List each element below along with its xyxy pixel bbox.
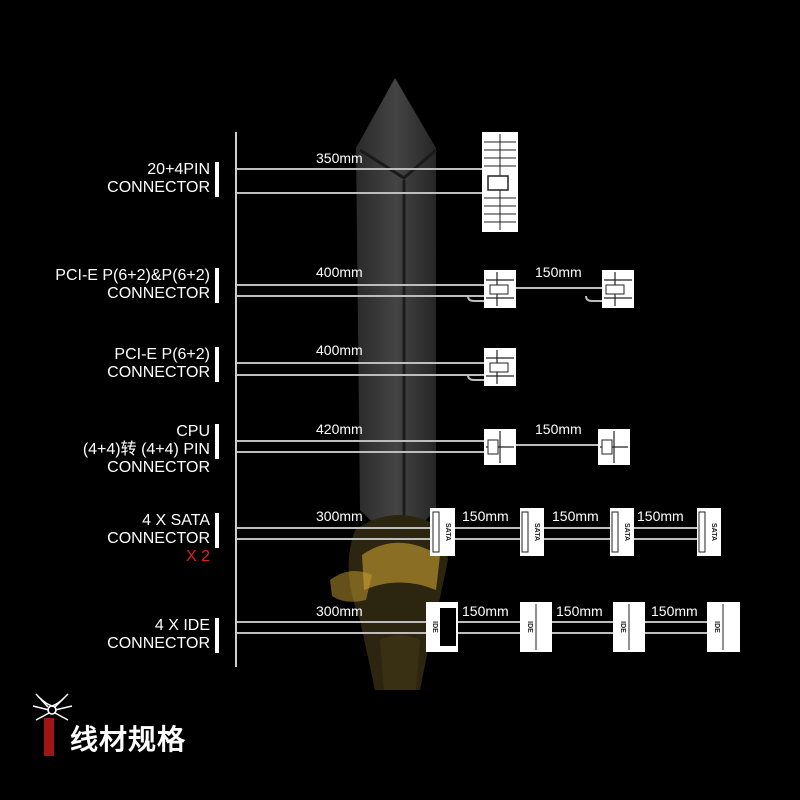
svg-text:IDE: IDE [431,621,438,633]
row-label-line: PCI-E P(6+2) [114,346,210,363]
row-label-line: CONNECTOR [107,285,210,302]
row-label-sata: 4 X SATA CONNECTOR X 2 [107,512,210,566]
sata-connector: SATA [520,508,544,556]
atx-24pin-connector [482,132,518,232]
cable-length: 150mm [556,603,603,619]
cable-length: 150mm [462,508,509,524]
svg-text:IDE: IDE [713,621,720,633]
row-label-line: PCI-E P(6+2)&P(6+2) [55,267,210,284]
row-label-line: CONNECTOR [107,459,210,476]
svg-text:IDE: IDE [526,621,533,633]
ide-connector: IDE [613,602,645,652]
row-label-pcie-single: PCI-E P(6+2) CONNECTOR [107,346,210,382]
cable-wire [467,374,484,381]
cable-wire [467,295,484,302]
row-label-ide: 4 X IDE CONNECTOR [107,617,210,653]
cable-length: 300mm [316,508,363,524]
cable-length: 350mm [316,150,363,166]
row-label-line: CONNECTOR [107,364,210,381]
row-label-line: 4 X SATA [142,512,210,529]
sata-connector: SATA [697,508,721,556]
pcie-connector [602,270,634,308]
row-label-line: (4+4)转 (4+4) PIN [82,441,210,458]
sata-connector: SATA [430,508,455,556]
quantity-badge: X 2 [185,548,210,565]
cable-length: 150mm [535,421,582,437]
cable-length: 150mm [651,603,698,619]
label-bar [215,513,219,548]
cable-wire [585,295,602,302]
cable-length: 150mm [637,508,684,524]
label-bar [215,424,219,459]
row-label-line: 4 X IDE [154,617,210,634]
row-label-24pin: 20+4PIN CONNECTOR [107,161,210,197]
ide-connector: IDE [707,602,740,652]
row-label-line: CONNECTOR [107,530,210,547]
svg-text:SATA: SATA [444,523,451,541]
label-bar [215,618,219,653]
row-label-line: CONNECTOR [107,179,210,196]
cpu-connector [598,429,630,465]
cable-length: 400mm [316,342,363,358]
svg-text:SATA: SATA [623,523,630,541]
label-bar [215,162,219,197]
section-title: 线材规格 [70,723,187,756]
ide-connector: IDE [426,602,458,652]
cable-length: 150mm [552,508,599,524]
sata-connector: SATA [610,508,634,556]
svg-text:IDE: IDE [619,621,626,633]
row-label-line: CPU [176,423,210,440]
svg-text:SATA: SATA [710,523,717,541]
cable-length: 420mm [316,421,363,437]
cable-length: 300mm [316,603,363,619]
cable-length: 150mm [462,603,509,619]
axis-line [235,132,237,667]
cable-length: 400mm [316,264,363,280]
ide-connector: IDE [520,602,552,652]
pcie-connector [484,270,516,308]
label-bar [215,347,219,382]
label-bar [215,268,219,303]
pcie-connector [484,348,516,386]
row-label-line: CONNECTOR [107,635,210,652]
cpu-connector [484,429,516,465]
cable-length: 150mm [535,264,582,280]
row-label-line: 20+4PIN [147,161,210,178]
svg-text:SATA: SATA [533,523,540,541]
spider-logo-icon [32,693,73,756]
row-label-cpu: CPU (4+4)转 (4+4) PIN CONNECTOR [83,423,210,477]
row-label-pcie-dual: PCI-E P(6+2)&P(6+2) CONNECTOR [55,267,210,303]
